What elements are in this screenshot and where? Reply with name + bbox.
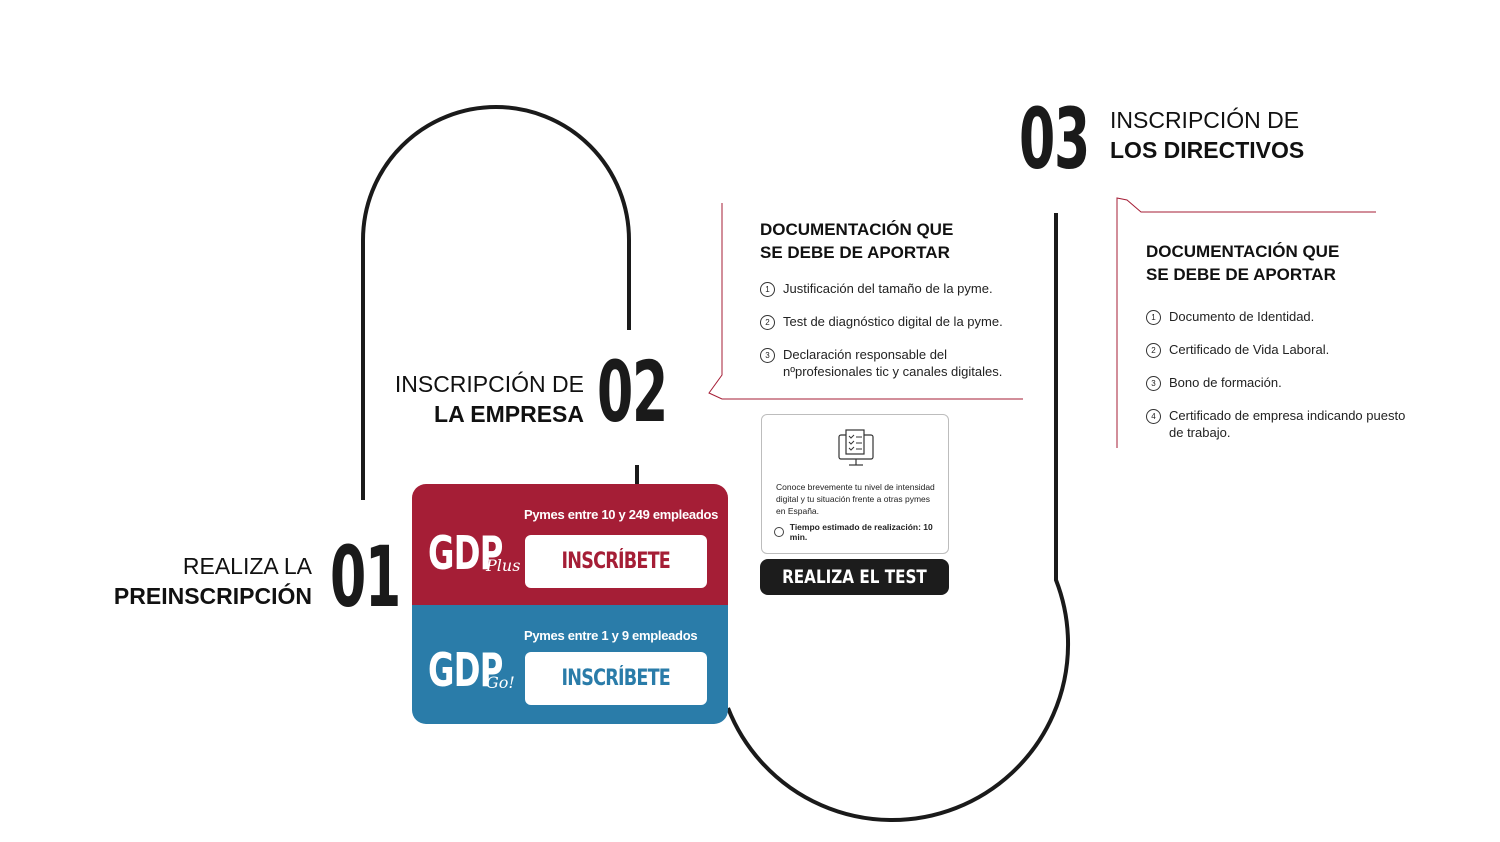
gdp-plus-logo-sub: Plus: [486, 556, 521, 575]
checklist-monitor-icon: [838, 429, 874, 466]
director-docs-heading-line1: DOCUMENTACIÓN QUE: [1146, 242, 1340, 261]
list-item: 2 Certificado de Vida Laboral.: [1146, 341, 1406, 358]
company-docs-heading-line2: SE DEBE DE APORTAR: [760, 243, 950, 262]
clock-icon: [774, 527, 784, 537]
gdp-go-logo-sub: Go!: [486, 673, 515, 692]
gdp-go-logo: GDP Go!: [428, 647, 535, 707]
list-item: 2 Test de diagnóstico digital de la pyme…: [760, 313, 1040, 330]
company-documentation: DOCUMENTACIÓN QUE SE DEBE DE APORTAR 1 J…: [760, 218, 1040, 396]
list-item-number: 2: [760, 315, 775, 330]
list-item-number: 1: [760, 282, 775, 297]
director-docs-heading: DOCUMENTACIÓN QUE SE DEBE DE APORTAR: [1146, 240, 1406, 286]
test-time-row: Tiempo estimado de realización: 10 min.: [774, 522, 948, 542]
list-item-text: Bono de formación.: [1169, 375, 1282, 390]
test-description: Conoce brevemente tu nivel de intensidad…: [776, 482, 935, 516]
gdp-plus-logo: GDP Plus: [428, 530, 535, 590]
gdp-go-caption: Pymes entre 1 y 9 empleados: [524, 628, 698, 643]
gdp-go-card: GDP Go! Pymes entre 1 y 9 empleados INSC…: [412, 605, 728, 724]
list-item-text: Documento de Identidad.: [1169, 309, 1315, 324]
realiza-test-button-label: REALIZA EL TEST: [782, 566, 927, 588]
director-docs-list: 1 Documento de Identidad. 2 Certificado …: [1146, 308, 1406, 441]
list-item: 1 Documento de Identidad.: [1146, 308, 1406, 325]
list-item: 3 Declaración responsable del nºprofesio…: [760, 346, 1030, 380]
list-item-text: Certificado de Vida Laboral.: [1169, 342, 1330, 357]
gdp-plus-card: GDP Plus Pymes entre 10 y 249 empleados …: [412, 484, 728, 605]
step-3-number: 03: [1019, 90, 1090, 188]
list-item-number: 2: [1146, 343, 1161, 358]
step-3-title-bold: LOS DIRECTIVOS: [1110, 137, 1305, 163]
step-1-title: REALIZA LA PREINSCRIPCIÓN: [60, 551, 312, 611]
list-item-number: 3: [1146, 376, 1161, 391]
gdp-plus-inscribete-button[interactable]: INSCRÍBETE: [525, 535, 707, 588]
list-item-number: 4: [1146, 409, 1161, 424]
list-item-number: 3: [760, 348, 775, 363]
company-docs-heading-line1: DOCUMENTACIÓN QUE: [760, 220, 954, 239]
realiza-test-button[interactable]: REALIZA EL TEST: [760, 559, 949, 595]
director-documentation: DOCUMENTACIÓN QUE SE DEBE DE APORTAR 1 D…: [1146, 240, 1406, 457]
gdp-plus-logo-main: GDP: [428, 526, 503, 580]
list-item-text: Justificación del tamaño de la pyme.: [783, 281, 993, 296]
test-time-text: Tiempo estimado de realización: 10 min.: [789, 522, 933, 542]
gdp-go-button-label: INSCRÍBETE: [561, 666, 671, 691]
step-2-title-light: INSCRIPCIÓN DE: [394, 371, 584, 397]
step-1-title-bold: PREINSCRIPCIÓN: [113, 583, 312, 609]
list-item: 3 Bono de formación.: [1146, 374, 1406, 391]
company-docs-list: 1 Justificación del tamaño de la pyme. 2…: [760, 280, 1040, 380]
list-item: 4 Certificado de empresa indicando puest…: [1146, 407, 1406, 441]
list-item-text: Test de diagnóstico digital de la pyme.: [783, 314, 1003, 329]
step-1-title-light: REALIZA LA: [182, 553, 312, 579]
gdp-go-inscribete-button[interactable]: INSCRÍBETE: [525, 652, 707, 705]
step-3-title-light: INSCRIPCIÓN DE: [1110, 107, 1300, 133]
list-item-text: Declaración responsable del nºprofesiona…: [783, 347, 1003, 379]
digital-test-card: Conoce brevemente tu nivel de intensidad…: [761, 414, 949, 554]
step-3-title: INSCRIPCIÓN DE LOS DIRECTIVOS: [1110, 105, 1370, 165]
list-item-number: 1: [1146, 310, 1161, 325]
gdp-plus-caption: Pymes entre 10 y 249 empleados: [524, 507, 719, 522]
step-1-number: 01: [330, 528, 401, 626]
gdp-go-logo-main: GDP: [428, 643, 503, 697]
list-item-text: Certificado de empresa indicando puesto …: [1169, 408, 1406, 440]
step-2-number: 02: [597, 343, 668, 441]
list-item: 1 Justificación del tamaño de la pyme.: [760, 280, 1040, 297]
step-2-title: INSCRIPCIÓN DE LA EMPRESA: [330, 369, 584, 429]
step-2-title-bold: LA EMPRESA: [434, 401, 584, 427]
company-docs-heading: DOCUMENTACIÓN QUE SE DEBE DE APORTAR: [760, 218, 1040, 264]
director-docs-heading-line2: SE DEBE DE APORTAR: [1146, 265, 1336, 284]
gdp-plus-button-label: INSCRÍBETE: [561, 549, 671, 574]
